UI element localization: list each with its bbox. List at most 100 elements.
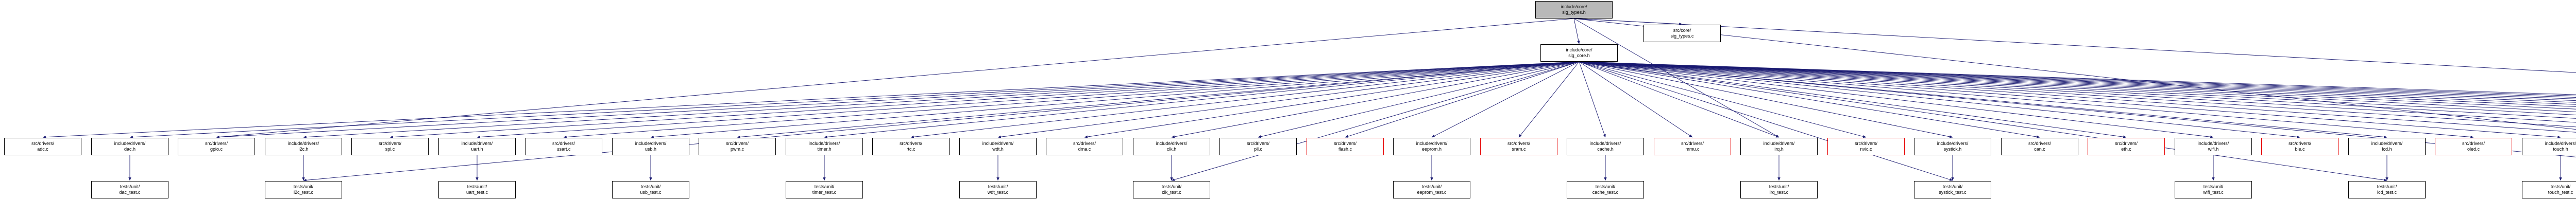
- graph-node-L15[interactable]: src/drivers/flash.c: [1307, 138, 1384, 155]
- graph-node-L24[interactable]: src/drivers/eth.c: [2088, 138, 2165, 155]
- include-edge: [1579, 61, 1606, 138]
- node-label-line1: tests/unit/: [1769, 184, 1789, 189]
- include-edge: [303, 61, 1580, 182]
- include-edge: [303, 61, 1580, 139]
- graph-node-L17[interactable]: src/drivers/sram.c: [1480, 138, 1557, 155]
- include-edge: [1579, 61, 2576, 119]
- graph-node-L9[interactable]: include/drivers/timer.h: [786, 138, 863, 155]
- node-label-line2: eeprom_test.c: [1417, 190, 1447, 195]
- node-label-line1: include/drivers/: [635, 141, 667, 146]
- node-label-line1: tests/unit/: [1595, 184, 1616, 189]
- node-label-line2: wifi_test.c: [2203, 190, 2224, 195]
- include-edge: [1579, 61, 2576, 101]
- include-edge: [1518, 61, 1580, 138]
- graph-node-L6[interactable]: src/drivers/usart.c: [525, 138, 602, 155]
- graph-node-L25[interactable]: include/drivers/wifi.h: [2175, 138, 2252, 155]
- graph-node-L18[interactable]: include/drivers/cache.h: [1567, 138, 1644, 155]
- include-edge: [563, 61, 1580, 139]
- node-label-line1: tests/unit/: [2550, 184, 2571, 189]
- graph-node-S0[interactable]: src/core/sig_types.c: [1643, 25, 1721, 42]
- graph-node-L26[interactable]: src/drivers/ble.c: [2261, 138, 2338, 155]
- graph-node-L23[interactable]: src/drivers/can.c: [2001, 138, 2078, 155]
- graph-node-L29[interactable]: include/drivers/touch.h: [2522, 138, 2576, 155]
- node-label-line2: lcd_test.c: [2377, 190, 2397, 195]
- node-label-line2: usb.h: [645, 147, 657, 152]
- include-edge: [1579, 61, 1693, 138]
- graph-node-hub[interactable]: include/core/sig_core.h: [1540, 44, 1618, 62]
- graph-node-T13[interactable]: tests/unit/touch_test.c: [2522, 181, 2576, 198]
- graph-node-T10[interactable]: tests/unit/systick_test.c: [1914, 181, 1991, 198]
- graph-node-L16[interactable]: include/drivers/eeprom.h: [1393, 138, 1470, 155]
- graph-node-L7[interactable]: include/drivers/usb.h: [612, 138, 689, 155]
- graph-node-T5[interactable]: tests/unit/wdt_test.c: [959, 181, 1037, 198]
- graph-node-T7[interactable]: tests/unit/eeprom_test.c: [1393, 181, 1470, 198]
- include-edge: [1579, 61, 2561, 139]
- graph-node-L11[interactable]: include/drivers/wdt.h: [959, 138, 1037, 155]
- node-label-line2: sig_types.h: [1562, 10, 1586, 15]
- node-label-line1: tests/unit/: [467, 184, 487, 189]
- include-edge: [1171, 61, 1580, 138]
- graph-node-L22[interactable]: include/drivers/systick.h: [1914, 138, 1991, 155]
- graph-node-T1[interactable]: tests/unit/i2c_test.c: [265, 181, 342, 198]
- include-edge: [1579, 61, 2576, 103]
- graph-node-L0[interactable]: src/drivers/adc.c: [4, 138, 81, 155]
- include-edge: [737, 61, 1580, 139]
- node-label-line2: sig_core.h: [1568, 53, 1590, 58]
- include-edge: [910, 61, 1580, 139]
- node-label-line1: include/core/: [1561, 4, 1587, 9]
- node-label-line1: tests/unit/: [640, 184, 661, 189]
- graph-node-T4[interactable]: tests/unit/timer_test.c: [786, 181, 863, 198]
- node-label-line1: src/drivers/: [552, 141, 575, 146]
- graph-node-L3[interactable]: include/drivers/i2c.h: [265, 138, 342, 155]
- graph-node-T12[interactable]: tests/unit/lcd_test.c: [2348, 181, 2426, 198]
- include-edge: [1579, 61, 2576, 99]
- graph-node-L8[interactable]: src/drivers/pwm.c: [699, 138, 776, 155]
- node-label-line1: include/drivers/: [1937, 141, 1969, 146]
- include-edge: [42, 61, 1580, 139]
- node-label-line2: adc.c: [37, 147, 48, 152]
- node-label-line1: include/drivers/: [1416, 141, 1448, 146]
- graph-node-L14[interactable]: src/drivers/pll.c: [1219, 138, 1297, 155]
- graph-node-L2[interactable]: src/drivers/gpio.c: [178, 138, 255, 155]
- include-edge: [1573, 18, 1580, 44]
- node-label-line2: usart.c: [556, 147, 571, 152]
- graph-node-L20[interactable]: include/drivers/irq.h: [1740, 138, 1818, 155]
- graph-node-L12[interactable]: src/drivers/dma.c: [1046, 138, 1123, 155]
- node-label-line2: clk.h: [1166, 147, 1177, 152]
- include-edge: [1579, 61, 1953, 181]
- graph-node-root[interactable]: include/core/sig_types.h: [1535, 1, 1613, 19]
- graph-node-L28[interactable]: src/drivers/oled.c: [2435, 138, 2512, 155]
- graph-node-T3[interactable]: tests/unit/usb_test.c: [612, 181, 689, 198]
- graph-node-L5[interactable]: include/drivers/uart.h: [438, 138, 516, 155]
- graph-node-L27[interactable]: include/drivers/lcd.h: [2348, 138, 2426, 155]
- node-label-line1: include/drivers/: [808, 141, 840, 146]
- graph-node-T11[interactable]: tests/unit/wifi_test.c: [2175, 181, 2252, 198]
- node-label-line2: dma.c: [1078, 147, 1091, 152]
- graph-node-T9[interactable]: tests/unit/irq_test.c: [1740, 181, 1818, 198]
- node-label-line1: tests/unit/: [988, 184, 1008, 189]
- include-edge: [1579, 61, 2576, 97]
- include-edge: [129, 61, 1580, 139]
- include-edge: [1579, 61, 2387, 139]
- node-label-line2: dac.h: [124, 147, 136, 152]
- graph-node-L19[interactable]: src/drivers/mmu.c: [1654, 138, 1731, 155]
- graph-node-L13[interactable]: include/drivers/clk.h: [1133, 138, 1210, 155]
- include-edge: [1579, 61, 2576, 112]
- graph-node-L1[interactable]: include/drivers/dac.h: [91, 138, 168, 155]
- graph-node-T2[interactable]: tests/unit/uart_test.c: [438, 181, 516, 198]
- node-label-line1: src/drivers/: [1854, 141, 1877, 146]
- graph-node-L21[interactable]: src/drivers/nvic.c: [1827, 138, 1905, 155]
- graph-node-T6[interactable]: tests/unit/clk_test.c: [1133, 181, 1210, 198]
- node-label-line1: tests/unit/: [1942, 184, 1963, 189]
- graph-node-T8[interactable]: tests/unit/cache_test.c: [1567, 181, 1644, 198]
- graph-node-L4[interactable]: src/drivers/spi.c: [351, 138, 429, 155]
- include-edge: [1431, 61, 1580, 138]
- node-label-line2: dac_test.c: [119, 190, 141, 195]
- node-label-line2: flash.c: [1338, 147, 1352, 152]
- include-edge: [1345, 61, 1580, 138]
- node-label-line1: tests/unit/: [1421, 184, 1442, 189]
- graph-node-L10[interactable]: src/drivers/rtc.c: [872, 138, 950, 155]
- include-edge: [389, 61, 1580, 139]
- node-label-line1: src/drivers/: [31, 141, 54, 146]
- graph-node-T0[interactable]: tests/unit/dac_test.c: [91, 181, 168, 198]
